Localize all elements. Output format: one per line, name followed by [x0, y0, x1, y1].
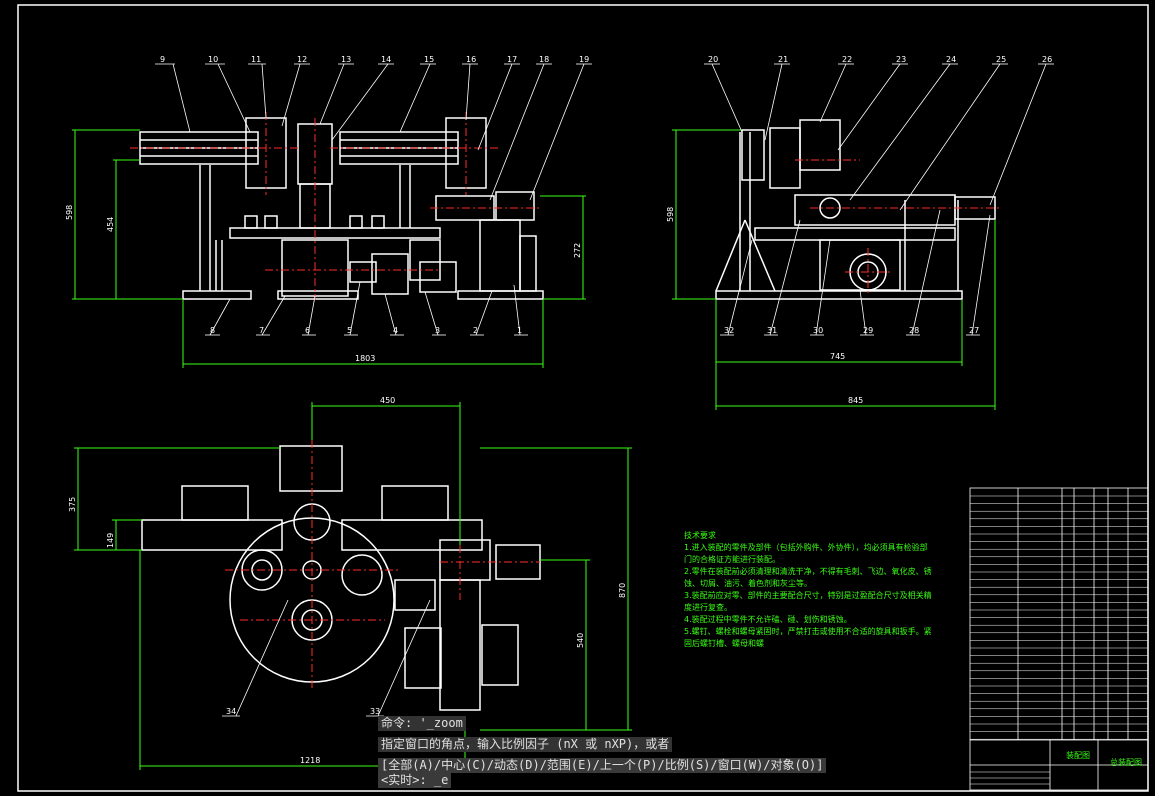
title-block-drawing-name: 总装配图: [1110, 757, 1142, 767]
top-view-labels: 34 33: [226, 707, 380, 716]
part-number: 19: [579, 55, 589, 64]
part-number: 27: [969, 326, 979, 335]
dim-598-side: 598: [666, 207, 675, 222]
side-view: [715, 119, 996, 300]
part-number: 5: [347, 326, 352, 335]
parts-list-table: [969, 487, 1149, 791]
part-number: 13: [341, 55, 351, 64]
part-number: 29: [863, 326, 873, 335]
tech-requirement-item: 5.螺钉、螺栓和螺母紧固时，严禁打击或使用不合适的旋具和扳手。紧固后螺钉槽、螺母…: [684, 627, 932, 648]
part-number: 12: [297, 55, 307, 64]
side-view-leaders: [704, 63, 1054, 336]
part-number: 25: [996, 55, 1006, 64]
tech-requirement-item: 2.零件在装配前必须清理和清洗干净，不得有毛刺、飞边、氧化皮、锈蚀、切屑、油污、…: [684, 567, 932, 588]
part-number: 14: [381, 55, 391, 64]
part-number: 28: [909, 326, 919, 335]
dim-454-front: 454: [106, 217, 115, 232]
side-view-centerlines: [795, 159, 1000, 296]
top-view-centerlines: [225, 440, 540, 690]
part-number: 16: [466, 55, 476, 64]
dim-745-side: 745: [830, 352, 845, 361]
dim-450-top: 450: [380, 396, 395, 405]
front-view-leaders: [155, 63, 592, 336]
part-number: 23: [896, 55, 906, 64]
part-number: 2: [473, 326, 478, 335]
part-number: 31: [767, 326, 777, 335]
dim-845-side: 845: [848, 396, 863, 405]
dim-540-top: 540: [576, 633, 585, 648]
part-number: 15: [424, 55, 434, 64]
side-view-dimensions: [672, 129, 996, 410]
part-number: 11: [251, 55, 261, 64]
command-prompt-input[interactable]: <实时>: _e: [378, 773, 452, 788]
front-view-part-numbers: 9 10 11 12 13 14 15 16 17 18 19 8 7 6 5 …: [160, 55, 589, 335]
part-number: 8: [210, 326, 215, 335]
command-options-line[interactable]: [全部(A)/中心(C)/动态(D)/范围(E)/上一个(P)/比例(S)/窗口…: [378, 758, 827, 773]
part-number: 1: [517, 326, 522, 335]
side-view-part-numbers: 20 21 22 23 24 25 26 32 31 30 29 28 27: [708, 55, 1052, 335]
part-number: 34: [226, 707, 236, 716]
part-number: 3: [435, 326, 440, 335]
part-number: 6: [305, 326, 310, 335]
part-number: 33: [370, 707, 380, 716]
top-view-leaders: [222, 599, 431, 717]
dim-598-front: 598: [65, 205, 74, 220]
tech-requirement-item: 3.装配前应对零、部件的主要配合尺寸，特别是过盈配合尺寸及相关精度进行复查。: [684, 591, 932, 612]
dim-1218-top: 1218: [300, 756, 320, 765]
dim-1803-front: 1803: [355, 354, 375, 363]
part-number: 4: [393, 326, 398, 335]
dim-272-front: 272: [573, 243, 582, 258]
part-number: 21: [778, 55, 788, 64]
part-number: 22: [842, 55, 852, 64]
dim-149-top: 149: [106, 533, 115, 548]
dim-375-top: 375: [68, 497, 77, 512]
top-view: [141, 445, 541, 711]
parts-list-rows: [970, 495, 1148, 785]
part-number: 26: [1042, 55, 1052, 64]
top-view-dimensions: [74, 402, 632, 770]
drawing-frame: [17, 4, 1149, 792]
part-number: 18: [539, 55, 549, 64]
part-number: 9: [160, 55, 165, 64]
part-number: 24: [946, 55, 956, 64]
part-number: 7: [259, 326, 264, 335]
technical-requirements: 技术要求 1.进入装配的零件及部件（包括外购件、外协件），均必须具有检验部门的合…: [684, 530, 934, 650]
part-number: 32: [724, 326, 734, 335]
part-number: 10: [208, 55, 218, 64]
part-number: 17: [507, 55, 517, 64]
front-view-dimensions: [72, 129, 586, 368]
dim-870-top: 870: [618, 583, 627, 598]
title-block-label: 装配图: [1066, 750, 1090, 760]
front-view-centerlines: [130, 112, 540, 300]
part-number: 20: [708, 55, 718, 64]
part-number: 30: [813, 326, 823, 335]
tech-requirement-item: 4.装配过程中零件不允许磕、碰、划伤和锈蚀。: [684, 615, 852, 624]
command-history-line: 指定窗口的角点，输入比例因子 (nX 或 nXP)，或者: [378, 737, 673, 752]
tech-requirement-item: 1.进入装配的零件及部件（包括外购件、外协件），均必须具有检验部门的合格证方能进…: [684, 543, 928, 564]
command-history-line: 命令: '_zoom: [378, 716, 466, 731]
tech-requirements-title: 技术要求: [684, 531, 716, 540]
